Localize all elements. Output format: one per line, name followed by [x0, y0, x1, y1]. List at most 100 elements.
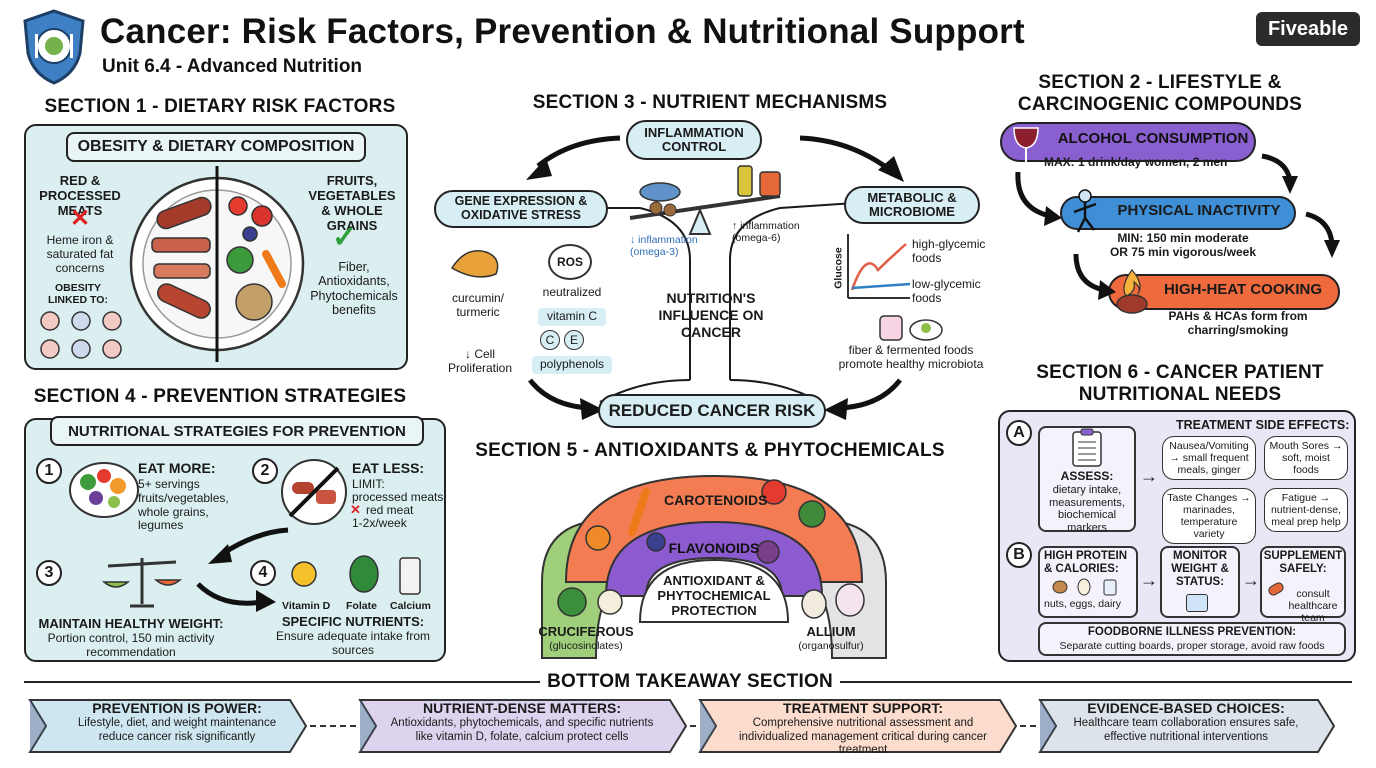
weight-text: Portion control, 150 min activity recomm… — [47, 631, 215, 659]
red-meats-text: Heme iron & saturated fat concerns — [46, 233, 114, 275]
flavonoids-label: FLAVONOIDS — [668, 540, 760, 556]
shield-logo-icon — [23, 9, 85, 85]
polyphenols-label: polyphenols — [532, 356, 612, 374]
takeaway-2-text-box: NUTRIENT-DENSE MATTERS: Antioxidants, ph… — [384, 700, 660, 744]
supplement-text: consult healthcare team — [1288, 588, 1338, 625]
supplement-title: SUPPLEMENT SAFELY: — [1263, 550, 1343, 576]
inactivity-text-1: MIN: 150 min moderate — [1117, 231, 1249, 245]
inactivity-pill — [1060, 196, 1296, 230]
section6-title-1: SECTION 6 - CANCER PATIENT — [1036, 362, 1324, 383]
x-mark-icon-2: ✕ — [350, 502, 361, 517]
monitor-label: MONITOR WEIGHT & STATUS: — [1171, 550, 1229, 589]
takeaway-4-title: EVIDENCE-BASED CHOICES: — [1087, 700, 1285, 716]
step-2-badge: 2 — [252, 458, 278, 484]
takeaway-4-text: Healthcare team collaboration ensures sa… — [1073, 716, 1299, 743]
nausea-bubble: Nausea/Vomiting → small frequent meals, … — [1162, 436, 1256, 481]
ros-bubble: ROS — [548, 244, 592, 280]
veg-bowl-icon — [69, 462, 139, 518]
step-4-badge: 4 — [250, 560, 276, 586]
section2-title-1: SECTION 2 - LIFESTYLE & — [1038, 72, 1282, 93]
brand-logo: Fiveable — [1256, 12, 1360, 46]
plate-illustration — [129, 166, 305, 362]
nuts-eggs-icon — [1052, 578, 1117, 596]
clipboard-icon — [1072, 428, 1102, 467]
eat-more-title: EAT MORE: — [138, 460, 216, 476]
alcohol-pill — [1000, 122, 1256, 162]
step-3-badge: 3 — [36, 560, 62, 586]
page-title: Cancer: Risk Factors, Prevention & Nutri… — [100, 12, 1025, 51]
scale-icon — [101, 558, 183, 608]
bottom-ribbons — [28, 699, 1336, 753]
cell-proliferation-label: ↓ Cell Proliferation — [447, 347, 513, 375]
bottom-title: BOTTOM TAKEAWAY SECTION — [547, 671, 833, 692]
nutrient-foods-icon — [291, 555, 421, 595]
mechanism-tree — [480, 135, 911, 420]
wine-glass-icon — [1013, 127, 1039, 164]
protein-text: nuts, eggs, dairy — [1044, 598, 1122, 610]
section3-title: SECTION 3 - NUTRIENT MECHANISMS — [532, 92, 888, 113]
ros-label: ROS — [556, 255, 583, 269]
red-meats-heading: RED & PROCESSED MEATS — [39, 173, 121, 218]
eat-more-text: 5+ servings fruits/vegetables, whole gra… — [138, 477, 229, 533]
section1-banner: OBESITY & DIETARY COMPOSITION — [66, 132, 366, 162]
nutrients-text: Ensure adequate intake from sources — [275, 629, 431, 657]
reduced-cancer-risk-node: REDUCED CANCER RISK — [598, 394, 826, 428]
yogurt-icon — [879, 315, 943, 341]
ribbon-tail-2 — [360, 700, 376, 752]
fatigue-bubble: Fatigue → nutrient-dense, meal prep help — [1264, 488, 1348, 533]
takeaway-2-text: Antioxidants, phytochemicals, and specif… — [390, 716, 654, 743]
takeaway-3-text: Comprehensive nutritional assessment and… — [738, 716, 988, 757]
check-mark-icon: ✓ — [332, 221, 358, 254]
ribbon-tail-3 — [700, 700, 716, 752]
takeaway-1-text-box: PREVENTION IS POWER: Lifestyle, diet, an… — [62, 700, 292, 744]
high-glycemic-label: high-glycemic foods — [912, 237, 986, 265]
bottom-divider-left — [24, 681, 540, 683]
eat-less-text1: processed meats — [352, 490, 444, 504]
folate-label: Folate — [346, 600, 377, 612]
foodborne-box — [1038, 622, 1346, 656]
person-icon — [1073, 189, 1097, 233]
carotenoids-label: CAROTENOIDS — [664, 492, 768, 508]
protection-label: ANTIOXIDANT & PHYTOCHEMICAL PROTECTION — [657, 573, 771, 618]
section6-panel: A ASSESS: dietary intake, measurements, … — [998, 410, 1356, 662]
takeaway-4-text-box: EVIDENCE-BASED CHOICES: Healthcare team … — [1066, 700, 1306, 744]
metabolic-microbiome-node: METABOLIC & MICROBIOME — [844, 186, 980, 224]
arrow-right-icon-3: → — [1242, 570, 1260, 590]
rainbow-illustration — [541, 474, 887, 659]
veg-half — [226, 196, 286, 321]
section5-title: SECTION 5 - ANTIOXIDANTS & PHYTOCHEMICAL… — [475, 440, 945, 461]
fruits-text: Fiber, Antioxidants, Phytochemicals bene… — [310, 260, 398, 318]
mouth-sores-bubble: Mouth Sores → soft, moist foods — [1264, 436, 1348, 481]
vit-d-label: Vitamin D — [282, 600, 331, 612]
no-meat-icon — [281, 459, 347, 525]
fire-steak-icon — [1116, 269, 1148, 314]
alcohol-label: ALCOHOL CONSUMPTION — [1057, 130, 1249, 147]
takeaway-3-title: TREATMENT SUPPORT: — [783, 700, 943, 716]
takeaway-2-title: NUTRIENT-DENSE MATTERS: — [422, 700, 622, 716]
cooking-text-1: PAHs & HCAs form from — [1168, 309, 1308, 323]
assess-text: dietary intake, measurements, biochemica… — [1049, 484, 1125, 534]
fruits-heading: FRUITS, VEGETABLES & WHOLE GRAINS — [308, 173, 396, 233]
takeaway-1-title: PREVENTION IS POWER: — [92, 700, 262, 716]
supplement-box — [1260, 546, 1346, 618]
vitamin-c-badge: C — [540, 330, 560, 350]
obesity-label: OBESITY LINKED TO: — [48, 282, 108, 307]
section1-panel: OBESITY & DIETARY COMPOSITION RED & PROC… — [24, 124, 408, 370]
ribbon-tail-4 — [1040, 700, 1056, 752]
step-1-badge: 1 — [36, 458, 62, 484]
meat-half — [151, 196, 212, 319]
section4-title: SECTION 4 - PREVENTION STRATEGIES — [33, 386, 407, 407]
protein-box — [1038, 546, 1138, 618]
curved-arrow-icon — [208, 527, 289, 564]
turmeric-icon — [450, 250, 499, 278]
page-subtitle: Unit 6.4 - Advanced Nutrition — [102, 56, 363, 77]
organ-icons — [40, 311, 122, 359]
vitamin-c-label: vitamin C — [538, 308, 606, 326]
curved-arrow-right-icon — [196, 582, 276, 612]
fiber-fermented-label: fiber & fermented foods promote healthy … — [838, 343, 984, 371]
b-badge: B — [1006, 542, 1032, 568]
section2-arrows — [1015, 153, 1340, 300]
inactivity-text-2: OR 75 min vigorous/week — [1109, 245, 1257, 259]
foodborne-text: Separate cutting boards, proper storage,… — [1059, 640, 1325, 652]
curcumin-label: curcumin/ turmeric — [451, 291, 504, 319]
